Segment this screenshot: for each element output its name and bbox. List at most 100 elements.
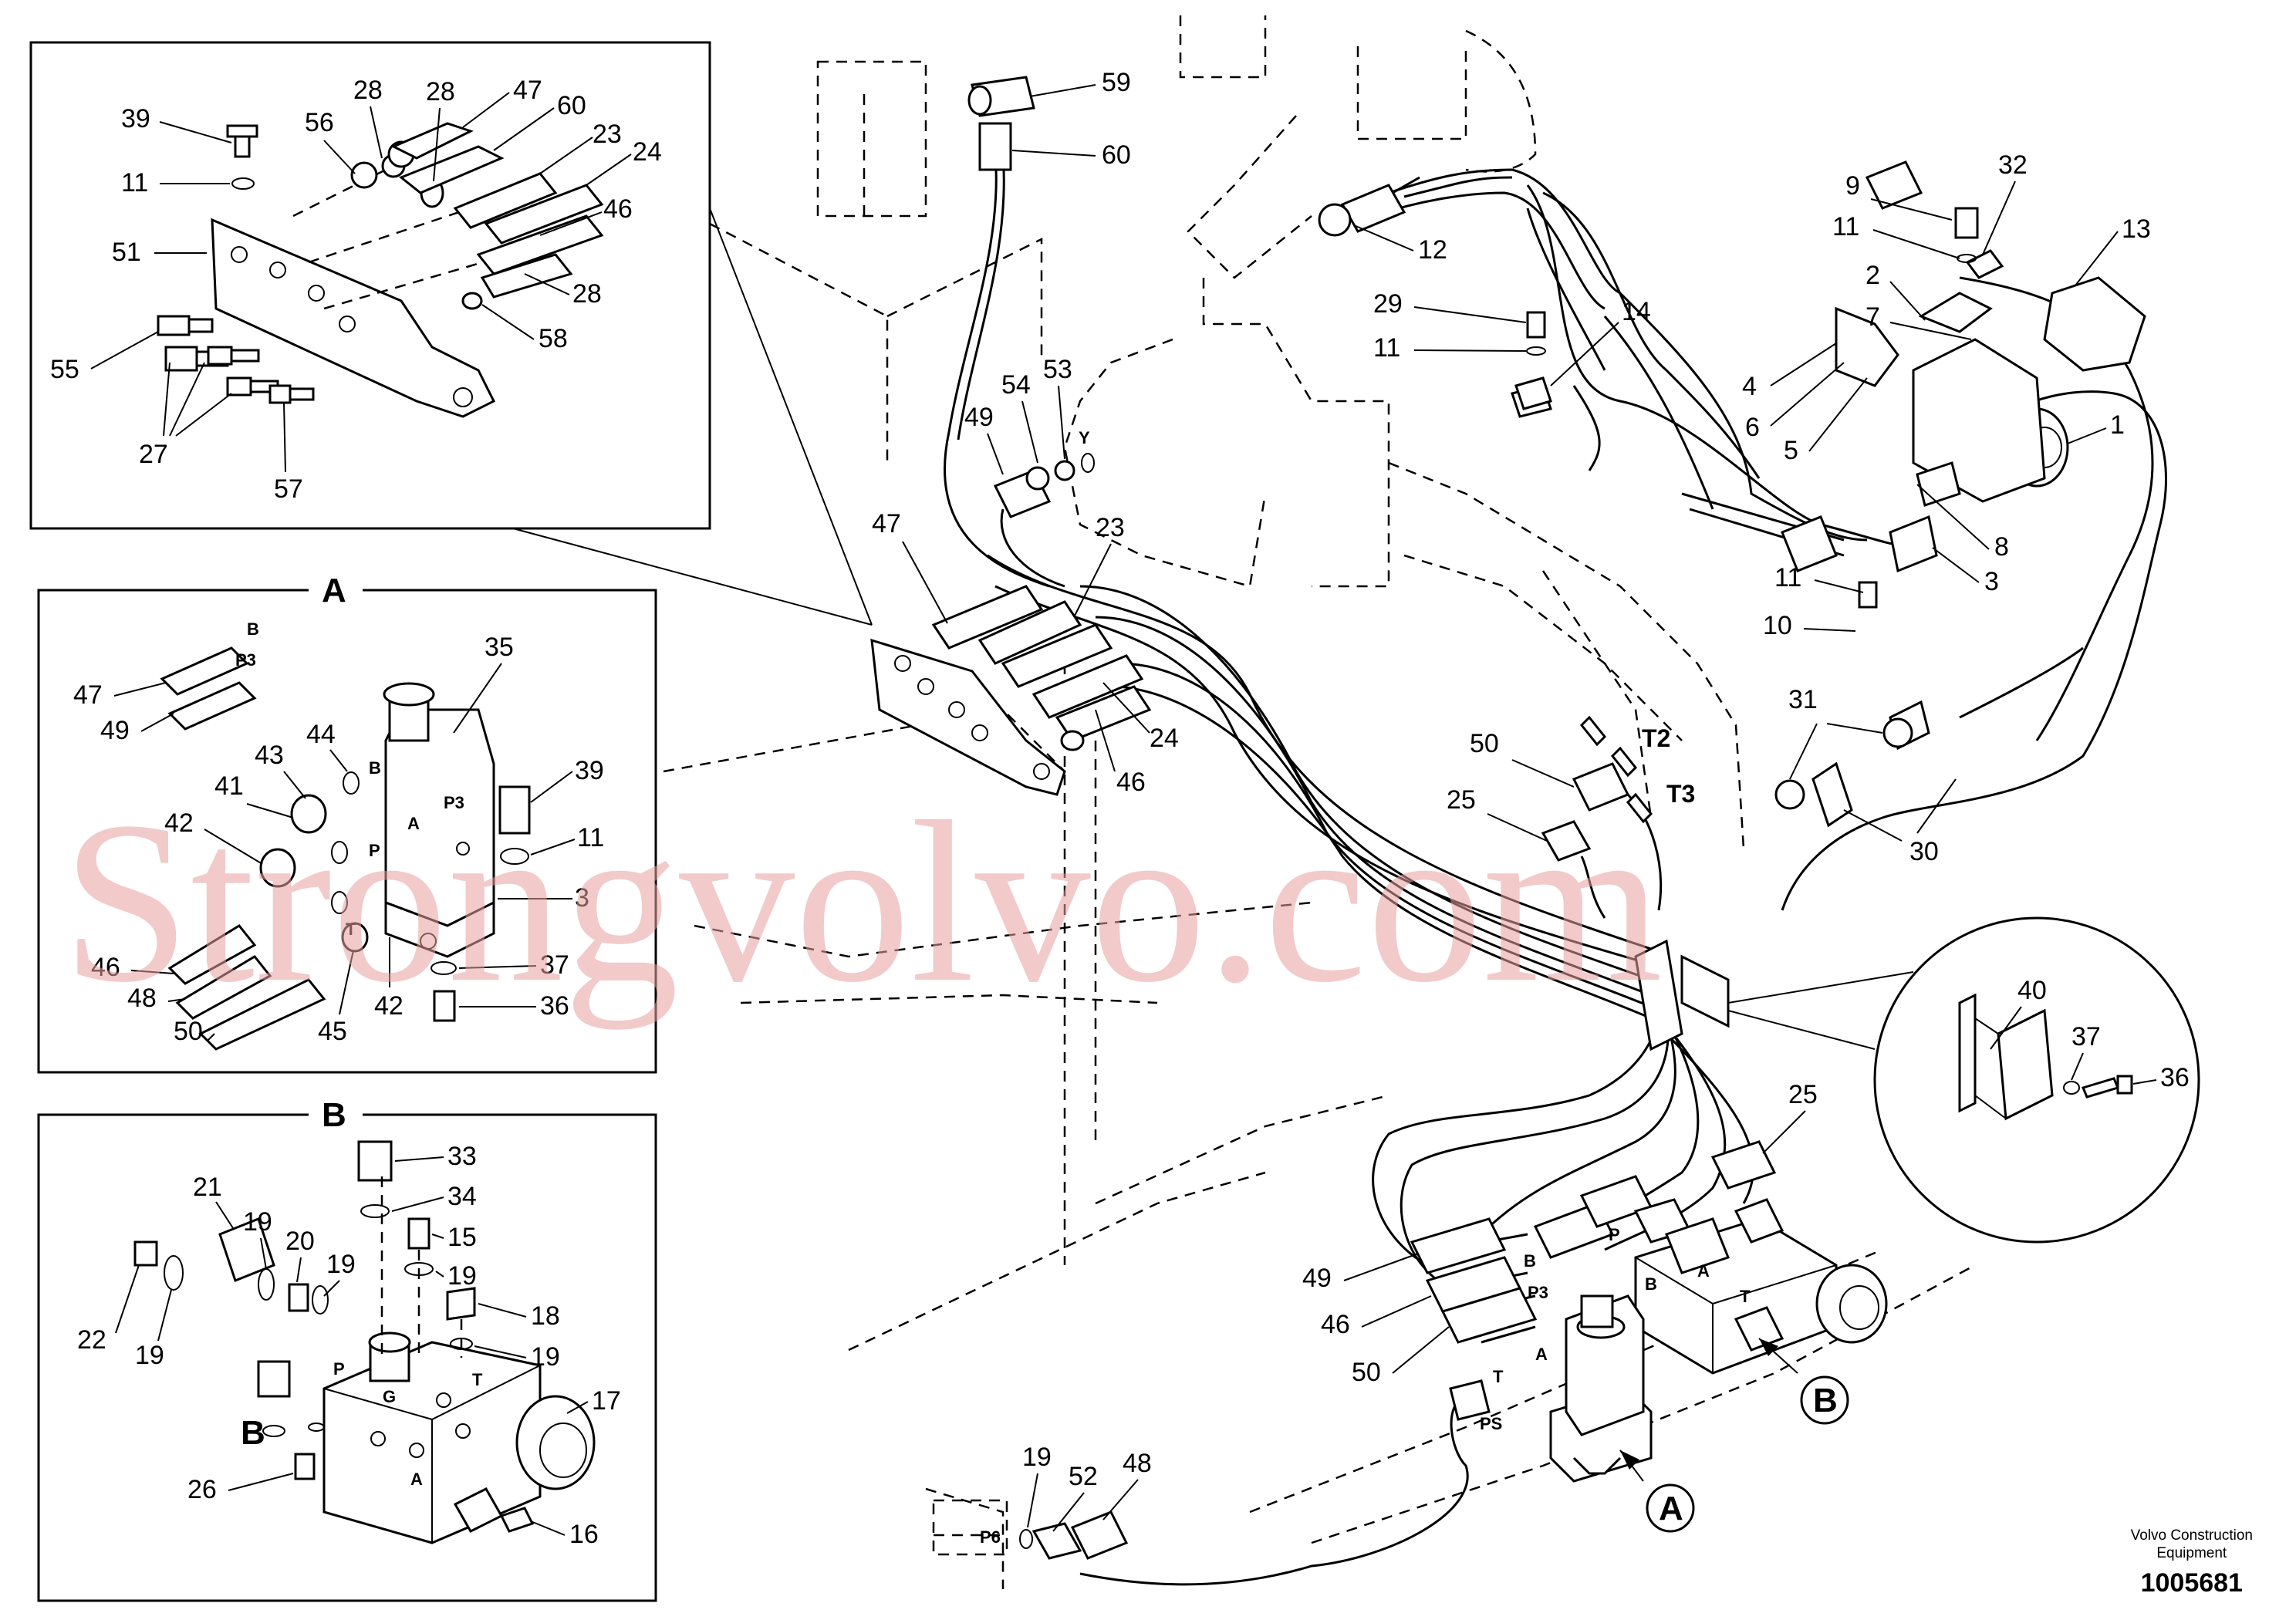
main-callout-2: 60 bbox=[1102, 140, 1131, 170]
machine-outline bbox=[663, 15, 1976, 1589]
view-b-callout-6: 19 bbox=[531, 1342, 560, 1372]
inset-callout-12: 23 bbox=[593, 120, 622, 149]
main-callout-36: 49 bbox=[1302, 1264, 1332, 1293]
inset-callout-7: 56 bbox=[305, 108, 334, 137]
main-callout-7: 9 bbox=[1845, 171, 1860, 201]
main-callout-32: 40 bbox=[2017, 976, 2047, 1005]
main-callout-11: 2 bbox=[1866, 261, 1880, 290]
main-callout-26: 24 bbox=[1150, 724, 1179, 753]
inset-detail bbox=[29, 41, 873, 626]
port-label-b2: B bbox=[1645, 1274, 1657, 1294]
main-callout-27: 46 bbox=[1116, 768, 1146, 797]
view-a-port-label-5: A bbox=[407, 814, 420, 833]
watermark: Strongvolvo.com bbox=[62, 774, 1663, 1031]
view-a-port-label-6: P bbox=[369, 841, 380, 860]
inset-callout-13: 24 bbox=[633, 137, 662, 167]
main-callout-22: 54 bbox=[1001, 370, 1031, 400]
view-b-callout-14: 26 bbox=[187, 1475, 217, 1504]
inset-callout-1: 39 bbox=[121, 104, 150, 133]
port-label-t: T bbox=[1493, 1367, 1504, 1386]
view-a-callout-2: 49 bbox=[100, 716, 130, 745]
view-a-callout-11: 46 bbox=[91, 953, 120, 982]
main-callout-37: 46 bbox=[1321, 1310, 1350, 1339]
port-label-p6: P6 bbox=[980, 1527, 1001, 1547]
view-a-callout-3: 35 bbox=[485, 633, 514, 662]
view-a-port-label-2: P3 bbox=[235, 650, 256, 670]
view-a-callout-15: 42 bbox=[374, 991, 403, 1021]
main-callout-31: 30 bbox=[1909, 837, 1939, 866]
view-b-callout-5: 18 bbox=[531, 1301, 560, 1331]
view-b-port-label-4: B bbox=[241, 1414, 265, 1452]
view-a-port-label-4: P3 bbox=[444, 793, 464, 812]
view-b-port-label-1: P bbox=[333, 1359, 345, 1379]
view-a-detail: A B P3 B P3 A P T bbox=[37, 572, 657, 1074]
view-a-callout-5: 44 bbox=[306, 720, 336, 749]
main-callout-9: 32 bbox=[1998, 150, 2028, 180]
main-callout-39: 19 bbox=[1022, 1443, 1052, 1472]
main-callout-1: 59 bbox=[1102, 68, 1131, 97]
main-callout-29: 25 bbox=[1447, 785, 1476, 815]
view-a-callout-16: 37 bbox=[540, 950, 569, 980]
view-b-callout-1: 33 bbox=[447, 1142, 477, 1171]
main-callout-23: 53 bbox=[1043, 355, 1072, 384]
inset-callout-8: 28 bbox=[353, 76, 383, 105]
main-callout-19: 11 bbox=[1774, 563, 1801, 592]
drawing-footer: Volvo Construction Equipment 1005681 bbox=[2131, 1527, 2253, 1598]
main-callout-12: 7 bbox=[1866, 302, 1880, 332]
main-callout-40: 52 bbox=[1069, 1462, 1098, 1491]
view-a-port-label-3: B bbox=[369, 758, 381, 778]
inset-callout-2: 11 bbox=[121, 168, 148, 197]
view-b-callout-10: 19 bbox=[326, 1250, 356, 1279]
view-b-callout-13: 17 bbox=[592, 1386, 621, 1416]
inset-callouts: 39 11 51 55 27 57 56 28 28 47 60 23 24 4… bbox=[50, 76, 662, 504]
view-b-port-label-2: G bbox=[383, 1387, 396, 1406]
brand-line-2: Equipment bbox=[2156, 1545, 2227, 1561]
port-label-t2: T2 bbox=[1642, 724, 1670, 752]
view-b-callout-7: 21 bbox=[193, 1173, 222, 1202]
main-callout-14: 6 bbox=[1745, 413, 1760, 442]
inset-callout-15: 28 bbox=[572, 279, 602, 309]
view-b-callout-4: 19 bbox=[447, 1261, 477, 1291]
view-a-callout-9: 11 bbox=[577, 823, 604, 852]
main-callout-24: 47 bbox=[872, 509, 901, 538]
port-label-b: B bbox=[1524, 1251, 1536, 1271]
main-callout-8: 11 bbox=[1832, 212, 1859, 241]
main-callout-6: 14 bbox=[1622, 297, 1651, 326]
drawing-number: 1005681 bbox=[2140, 1568, 2243, 1598]
view-a-callout-7: 42 bbox=[164, 808, 194, 838]
inset-callout-14: 46 bbox=[603, 194, 633, 224]
main-callout-10: 13 bbox=[2122, 214, 2151, 244]
main-callout-16: 1 bbox=[2110, 410, 2125, 440]
main-callout-21: 49 bbox=[964, 403, 994, 432]
inset-callout-5: 27 bbox=[139, 440, 168, 469]
main-callout-33: 37 bbox=[2071, 1022, 2101, 1051]
view-b-callout-12: 19 bbox=[135, 1341, 164, 1370]
view-b-callout-8: 19 bbox=[243, 1207, 272, 1237]
view-b-heading: B bbox=[322, 1096, 346, 1134]
main-assembly bbox=[870, 76, 2200, 1586]
view-marker-b: B bbox=[1813, 1382, 1838, 1419]
main-callout-25: 23 bbox=[1096, 513, 1125, 542]
main-callout-30: 31 bbox=[1788, 685, 1818, 714]
view-a-callout-8: 39 bbox=[575, 756, 604, 785]
view-a-callout-13: 50 bbox=[174, 1017, 203, 1046]
view-a-callout-12: 48 bbox=[127, 984, 157, 1013]
port-label-y: Y bbox=[1079, 428, 1090, 447]
view-a-callout-10: 3 bbox=[575, 883, 589, 913]
port-label-p: P bbox=[1609, 1225, 1620, 1244]
view-a-callout-1: 47 bbox=[73, 680, 103, 710]
main-callout-4: 29 bbox=[1373, 289, 1403, 319]
main-callout-28: 50 bbox=[1470, 729, 1499, 758]
view-b-callouts: 33 34 15 19 18 19 21 19 20 19 22 19 17 2… bbox=[77, 1142, 621, 1549]
view-a-callout-4: 43 bbox=[255, 741, 284, 770]
main-callout-34: 36 bbox=[2160, 1063, 2190, 1092]
main-callout-20: 10 bbox=[1763, 611, 1792, 640]
main-callout-15: 5 bbox=[1784, 436, 1798, 465]
view-b-detail: B P G T B A bbox=[37, 1096, 657, 1602]
view-b-callout-11: 22 bbox=[77, 1325, 106, 1355]
view-b-port-label-5: A bbox=[410, 1470, 423, 1489]
main-callouts: 59 60 12 29 11 14 9 11 32 13 2 7 4 6 5 1… bbox=[872, 68, 2190, 1532]
main-callout-38: 50 bbox=[1352, 1358, 1381, 1387]
